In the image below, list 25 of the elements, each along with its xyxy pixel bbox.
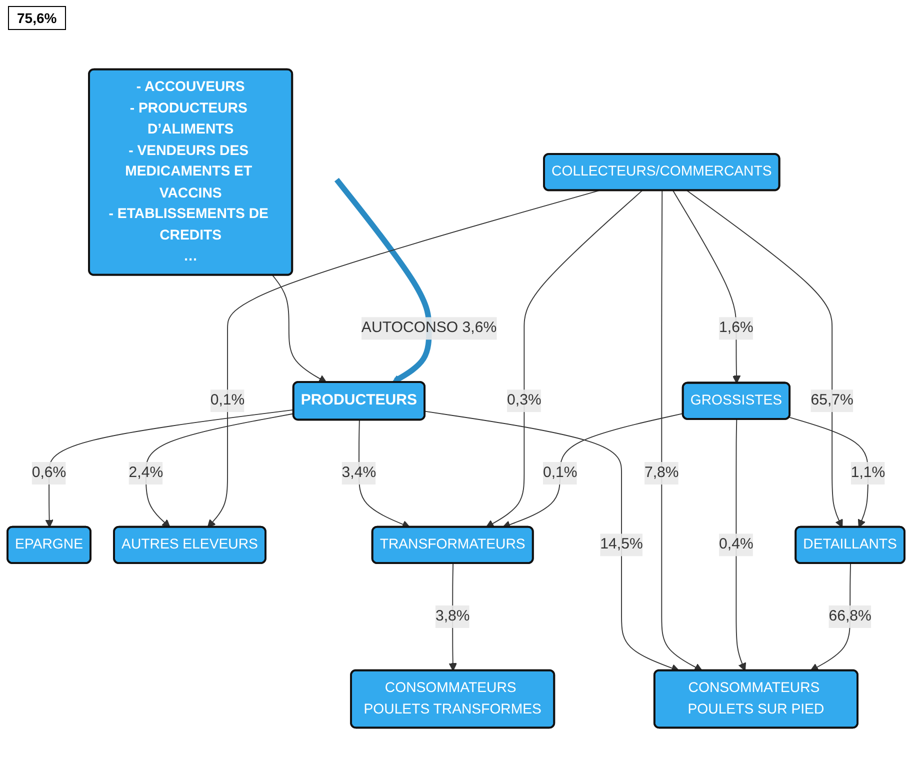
arrow — [45, 409, 294, 528]
edge-label: 0,1% — [210, 392, 245, 408]
edge-label: 66,8% — [828, 608, 872, 624]
edge-label: 14,5% — [600, 536, 643, 552]
arrow — [486, 190, 643, 528]
arrow — [686, 190, 843, 528]
edge-label: 1,6% — [719, 320, 754, 336]
arrow — [672, 190, 741, 384]
edge-label: 65,7% — [810, 392, 854, 408]
edge-label: 3,8% — [435, 608, 470, 624]
flow-percentage: 75,6% — [8, 6, 66, 30]
arrow — [272, 274, 327, 383]
arrow — [145, 413, 294, 528]
edge-label: 1,1% — [850, 464, 886, 481]
edge-label: 3,4% — [342, 464, 376, 481]
edge-label: 0,4% — [719, 536, 754, 552]
edge-label: AUTOCONSO 3,6% — [361, 320, 497, 336]
arrow — [661, 190, 703, 672]
edge-label: 0,3% — [507, 392, 542, 408]
arrow — [736, 418, 746, 672]
edge-label: 7,8% — [644, 464, 679, 481]
edge-label: 0,1% — [542, 464, 578, 481]
arrow — [334, 178, 432, 384]
edge-label: 0,6% — [32, 464, 66, 481]
edge-label: 2,4% — [128, 464, 164, 481]
